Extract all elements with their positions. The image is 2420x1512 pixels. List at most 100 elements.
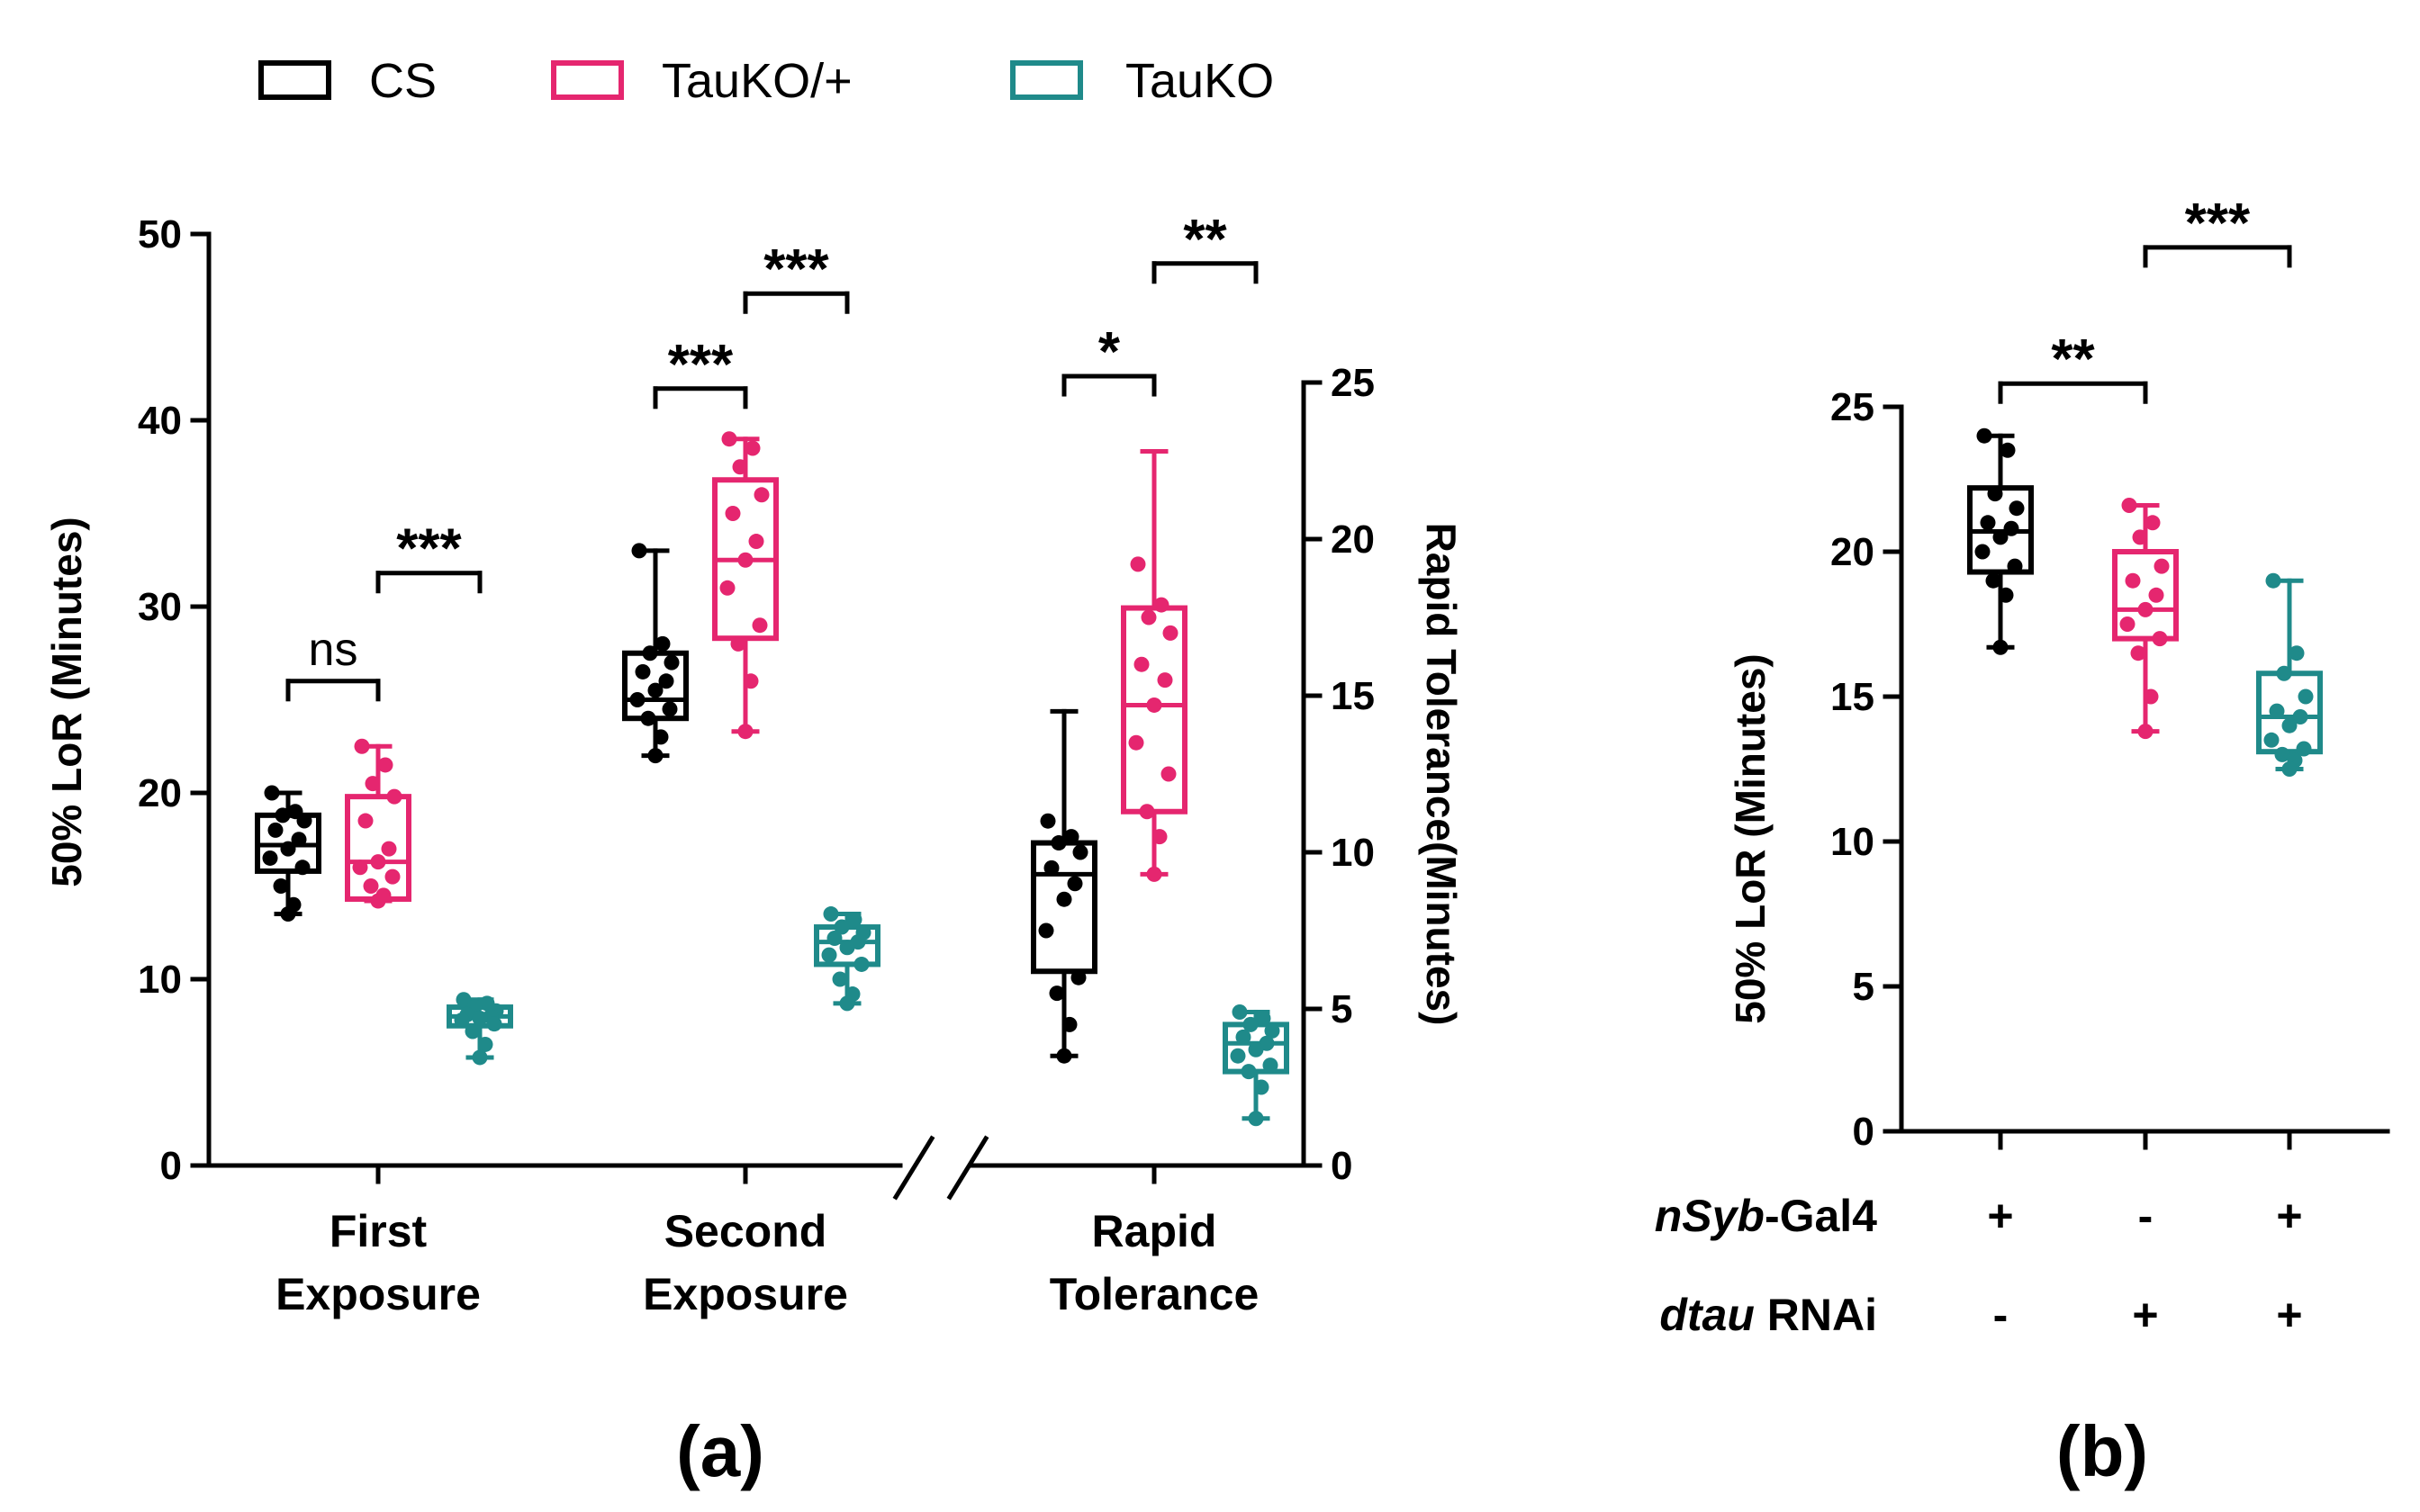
panel-a-group-3-tauko-plus-point xyxy=(1160,766,1177,782)
panel-a-group-3-cs-point xyxy=(1038,922,1054,939)
panel-a-group-3-sig-bracket-1-label: * xyxy=(1098,321,1121,383)
panel-b-cond-3-row1: + xyxy=(2276,1191,2302,1241)
panel-a-group-3-cs-point xyxy=(1056,1048,1072,1064)
panel-a-group-1-cs-point xyxy=(264,785,280,801)
panel-a-group-1-tauko-point xyxy=(465,1023,481,1040)
panel-b-y-tick-label: 10 xyxy=(1830,820,1874,864)
panel-a-group-3-cs-box xyxy=(1031,840,1097,975)
panel-a-group-2-sig-bracket-2-label: *** xyxy=(763,238,829,301)
panel-a-group-3-cs-point xyxy=(1061,1016,1078,1032)
panel-a-group-2-tauko-point xyxy=(826,930,843,946)
panel-a-left-y-tick-label: 40 xyxy=(138,399,182,443)
panel-b-y-tick-label: 0 xyxy=(1853,1110,1874,1154)
panel-a-group-2-cs-point xyxy=(662,701,678,717)
panel-a-group-3-cs-point xyxy=(1067,876,1083,892)
legend-swatch-taukoplus xyxy=(551,60,624,100)
panel-a-group-2-cs-point xyxy=(635,663,651,680)
panel-a-group-3-cs-point xyxy=(1051,835,1067,851)
panel-b-tauko-plus-point xyxy=(2143,688,2159,705)
panel-a-group-3-tauko-plus-point xyxy=(1141,609,1157,626)
panel-b-cond-2-row2: + xyxy=(2132,1290,2158,1340)
panel-a-group-3-tauko-point xyxy=(1255,1010,1271,1026)
panel-b-cs-point xyxy=(1974,544,1991,560)
panel-b-tauko-point xyxy=(2281,761,2298,777)
panel-b-tauko-plus-point xyxy=(2152,631,2168,647)
legend-item-taukoplus: TauKO/+ xyxy=(551,54,853,108)
panel-a-group-2-tauko-plus-point xyxy=(754,487,770,503)
panel-a-group-3-cs-point xyxy=(1072,844,1088,860)
panel-b-cs-point xyxy=(2000,442,2016,458)
panel-a-group-3-tauko-point xyxy=(1248,1041,1264,1058)
panel-b-tauko-point xyxy=(2281,717,2298,734)
panel-a-group-1-cs-point xyxy=(280,906,296,922)
panel-a-group-1-tauko-plus-box xyxy=(345,794,411,902)
panel-b-y-tick-label: 5 xyxy=(1853,965,1874,1009)
panel-a-group-1-cs-point xyxy=(275,807,291,824)
panel-a-group-2-cs-point xyxy=(642,645,658,662)
panel-a-group-3-tauko-point xyxy=(1241,1064,1257,1080)
panel-a-group-1-cs-point xyxy=(262,850,278,866)
panel-b-cs-point xyxy=(1987,486,2003,502)
panel-a-group-2-tauko-plus-point xyxy=(748,534,764,550)
panel-a-group-2-cs-point xyxy=(664,654,680,670)
panel-a-cat-1-line1: First xyxy=(330,1206,428,1256)
panel-b-cs-point xyxy=(1980,515,1996,531)
panel-a-group-1-sig-bracket-1-label: ns xyxy=(309,624,358,676)
panel-b-tauko-point xyxy=(2298,688,2314,705)
panel-b-row-label-rnai: dtau RNAi xyxy=(1659,1290,1877,1340)
panel-a-group-2-cs-point xyxy=(631,543,647,559)
legend: CS TauKO/+ TauKO xyxy=(258,54,1274,108)
panel-a-group-2-cs-point xyxy=(653,729,669,745)
panel-a-group-2-tauko-plus-point xyxy=(737,552,754,568)
panel-b-y-axis-label: 50% LoR (Minutes) xyxy=(1727,653,1774,1023)
panel-b-sig-bracket-1-label: ** xyxy=(2051,328,2095,391)
panel-b-cs-point xyxy=(2009,500,2025,517)
panel-a-group-2-tauko-plus-point xyxy=(743,673,759,689)
panel-b-tauko-point xyxy=(2274,746,2290,762)
panel-a-group-1-tauko-plus-point xyxy=(386,788,402,805)
chart-marks: 010203040500510152025ns************05101… xyxy=(138,193,2390,1201)
panel-b-tauko-point xyxy=(2289,645,2305,662)
panel-a-group-1-tauko-point xyxy=(472,1049,488,1066)
panel-a-group-3-tauko-plus-point xyxy=(1139,804,1155,820)
panel-a-group-1-tauko-plus-point xyxy=(377,757,393,773)
panel-a-group-2-tauko-plus-point xyxy=(732,459,748,475)
panel-b-row-label-rnai-italic: dtau xyxy=(1659,1290,1755,1340)
panel-b-y-tick-label: 25 xyxy=(1830,385,1874,429)
panel-a-group-2-cs-point xyxy=(640,710,656,726)
panel-a-group-2-tauko-point xyxy=(846,912,862,928)
panel-a-group-2-cs-point xyxy=(629,692,646,707)
panel-b-tauko-plus-point xyxy=(2137,601,2154,617)
panel-a-cat-3-line1: Rapid xyxy=(1092,1206,1217,1256)
panel-a-group-3-cs-point xyxy=(1040,813,1056,829)
panel-a-group-1-cs-point xyxy=(267,822,284,838)
panel-a-group-3-tauko-plus-point xyxy=(1151,829,1168,845)
panel-a-right-y-tick-label: 25 xyxy=(1331,361,1375,405)
panel-a-group-3-tauko-point xyxy=(1264,1022,1280,1039)
panel-b-tauko-plus-point xyxy=(2130,645,2146,662)
panel-b-cond-2-row1: - xyxy=(2138,1191,2154,1241)
panel-a-group-2-tauko-plus-point xyxy=(721,431,737,447)
panel-a-group-1-tauko-point xyxy=(472,1010,488,1026)
panel-a-group-1-tauko-plus-point xyxy=(370,854,386,870)
panel-a-group-1-tauko-plus-point xyxy=(365,776,381,792)
panel-a-group-2-tauko-plus-point xyxy=(730,635,746,652)
panel-b-tauko-point xyxy=(2265,572,2281,589)
panel-b-label: (b) xyxy=(2056,1411,2148,1491)
legend-swatch-cs xyxy=(258,60,331,100)
panel-a-group-1-tauko-plus-point xyxy=(363,878,379,894)
panel-a-group-1-sig-bracket-2-label: *** xyxy=(396,518,462,580)
panel-a-group-3-tauko-plus-point xyxy=(1128,734,1144,751)
panel-a-group-1-tauko-plus-point xyxy=(381,841,397,857)
panel-b-row-label-gal4: nSyb-Gal4 xyxy=(1655,1191,1877,1241)
panel-b-y-tick-label: 15 xyxy=(1830,675,1874,719)
panel-a-group-2-tauko-point xyxy=(832,971,848,987)
panel-a-group-2-cs-point xyxy=(647,748,664,764)
panel-a-left-y-tick-label: 50 xyxy=(138,212,182,256)
panel-b-tauko-plus-point xyxy=(2148,587,2164,603)
panel-a-group-2-tauko-plus-point xyxy=(752,617,768,634)
panel-a-right-y-tick-label: 10 xyxy=(1331,831,1375,875)
panel-a-cat-2-line2: Exposure xyxy=(643,1269,848,1319)
legend-label-tauko: TauKO xyxy=(1125,54,1274,108)
